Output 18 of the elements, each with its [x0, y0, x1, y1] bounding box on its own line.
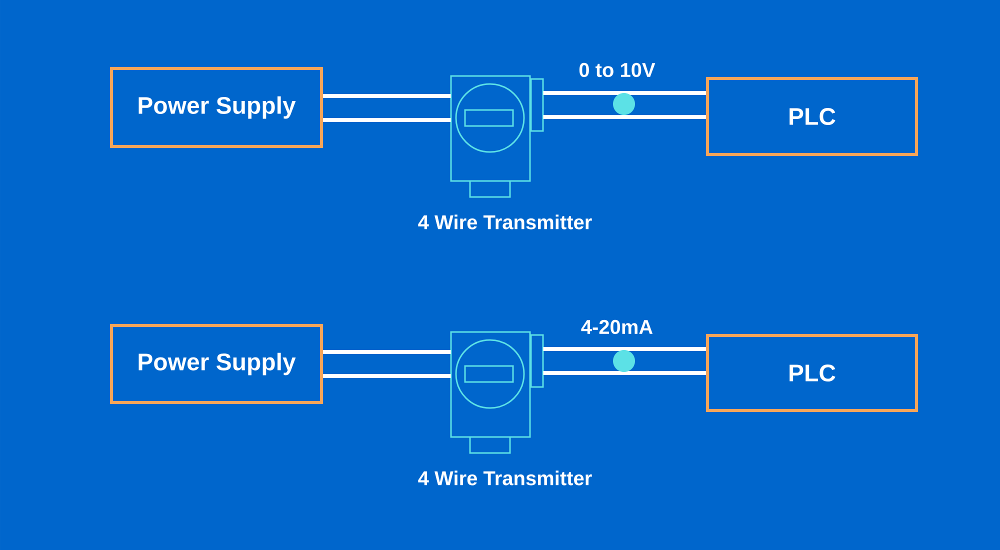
wire	[543, 347, 706, 351]
node-label: 4 Wire Transmitter	[418, 470, 592, 486]
wire	[543, 115, 706, 119]
wire	[323, 350, 451, 354]
wire	[323, 374, 451, 378]
labeled-box: PLC	[706, 334, 918, 412]
transmitter-drawing	[450, 75, 544, 198]
edge-label: 4-20mA	[581, 320, 653, 334]
transmitter-drawing	[450, 331, 544, 454]
wire	[323, 94, 451, 98]
labeled-box: Power Supply	[110, 324, 323, 404]
node-label: 4 Wire Transmitter	[418, 214, 592, 230]
labeled-box: PLC	[706, 77, 918, 156]
wire	[323, 118, 451, 122]
wire	[543, 91, 706, 95]
labeled-box: Power Supply	[110, 67, 323, 148]
wire	[543, 371, 706, 375]
edge-label: 0 to 10V	[579, 62, 656, 78]
